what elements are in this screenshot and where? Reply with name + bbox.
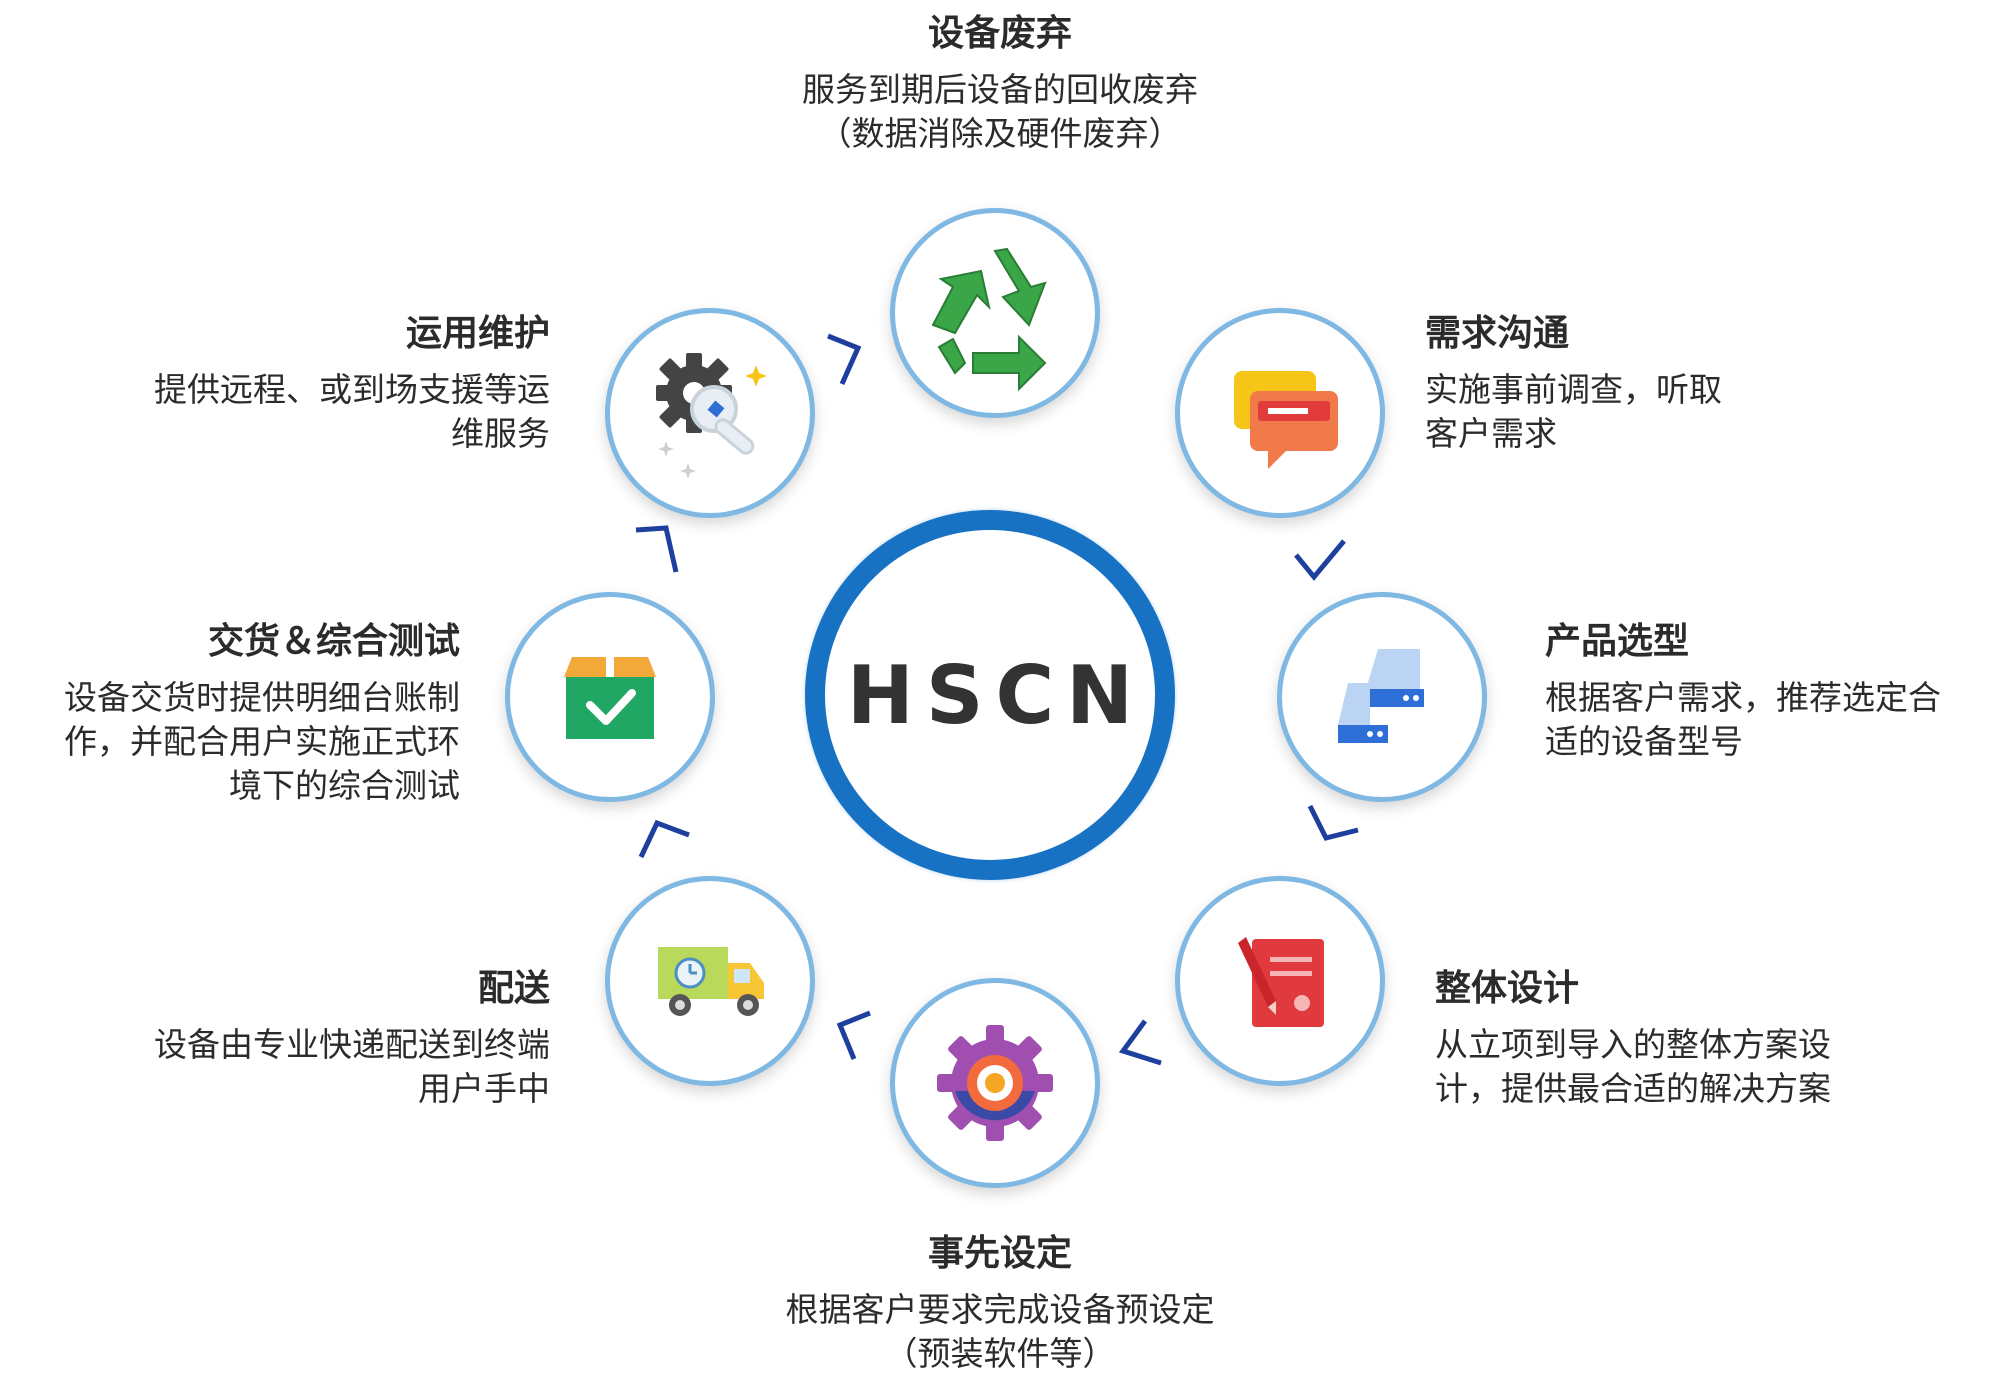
desc-line: 根据客户需求，推荐选定合 xyxy=(1545,678,1941,717)
delivery-truck-icon xyxy=(658,947,764,1016)
node-selection xyxy=(1277,592,1487,802)
desc-line: 用户手中 xyxy=(418,1069,550,1108)
center-label: HSCN xyxy=(846,648,1146,742)
desc-line: 设备交货时提供明细台账制 xyxy=(64,678,460,717)
certificate-pen-icon xyxy=(1238,937,1324,1027)
node-title: 产品选型 xyxy=(1545,621,1690,662)
node-desc: 提供远程、或到场支援等运 维服务 xyxy=(95,368,550,456)
center-ring: HSCN xyxy=(805,510,1175,880)
node-design xyxy=(1175,876,1385,1086)
node-desc: 实施事前调查，听取 客户需求 xyxy=(1425,368,1785,456)
desc-line: 实施事前调查，听取 xyxy=(1425,370,1722,409)
chevron-arrow-icon xyxy=(827,333,862,386)
desc-line: 作，并配合用户实施正式环 xyxy=(64,722,460,761)
node-desc: 根据客户要求完成设备预设定 （预装软件等） xyxy=(700,1288,1300,1376)
desc-line: 根据客户要求完成设备预设定 xyxy=(785,1290,1215,1329)
node-title: 整体设计 xyxy=(1435,968,1580,1009)
label-demand: 需求沟通 实施事前调查，听取 客户需求 xyxy=(1425,310,1785,456)
node-testing xyxy=(505,592,715,802)
label-delivery: 配送 设备由专业快递配送到终端 用户手中 xyxy=(95,965,550,1111)
desc-line: （预装软件等） xyxy=(884,1334,1116,1373)
node-disposal xyxy=(890,208,1100,418)
desc-line: 提供远程、或到场支援等运 xyxy=(154,370,550,409)
node-title: 设备废弃 xyxy=(927,13,1072,54)
desc-line: 从立项到导入的整体方案设 xyxy=(1435,1025,1831,1064)
chevron-arrow-icon xyxy=(1307,804,1359,841)
node-desc: 从立项到导入的整体方案设 计，提供最合适的解决方案 xyxy=(1435,1023,1875,1111)
recycle-icon xyxy=(931,247,1047,392)
desc-line: 境下的综合测试 xyxy=(229,766,460,805)
node-title: 运用维护 xyxy=(405,313,550,354)
box-check-icon xyxy=(564,657,656,739)
chevron-arrow-icon xyxy=(638,819,690,859)
chat-bubbles-icon xyxy=(1234,371,1338,469)
node-title: 交货＆综合测试 xyxy=(207,621,460,662)
label-disposal: 设备废弃 服务到期后设备的回收废弃 （数据消除及硬件废弃） xyxy=(700,10,1300,156)
gear-icon xyxy=(937,1025,1053,1141)
server-icon xyxy=(1338,649,1424,743)
desc-line: 服务到期后设备的回收废弃 xyxy=(802,70,1198,109)
chevron-arrow-icon xyxy=(1118,1019,1162,1066)
desc-line: 维服务 xyxy=(451,414,550,453)
desc-line: 适的设备型号 xyxy=(1545,722,1743,761)
chevron-arrow-icon xyxy=(1294,539,1346,581)
desc-line: （数据消除及硬件废弃） xyxy=(818,114,1182,153)
label-testing: 交货＆综合测试 设备交货时提供明细台账制 作，并配合用户实施正式环 境下的综合测… xyxy=(15,618,460,808)
desc-line: 客户需求 xyxy=(1425,414,1557,453)
node-desc: 根据客户需求，推荐选定合 适的设备型号 xyxy=(1545,676,1985,764)
node-delivery xyxy=(605,876,815,1086)
node-demand xyxy=(1175,308,1385,518)
node-title: 事先设定 xyxy=(927,1233,1072,1274)
node-preset xyxy=(890,978,1100,1188)
label-design: 整体设计 从立项到导入的整体方案设 计，提供最合适的解决方案 xyxy=(1435,965,1875,1111)
node-title: 配送 xyxy=(477,968,550,1009)
label-preset: 事先设定 根据客户要求完成设备预设定 （预装软件等） xyxy=(700,1230,1300,1376)
label-selection: 产品选型 根据客户需求，推荐选定合 适的设备型号 xyxy=(1545,618,1985,764)
node-maintenance xyxy=(605,308,815,518)
chevron-arrow-icon xyxy=(836,1010,871,1060)
node-desc: 服务到期后设备的回收废弃 （数据消除及硬件废弃） xyxy=(700,68,1300,156)
desc-line: 设备由专业快递配送到终端 xyxy=(154,1025,550,1064)
wrench-gear-icon xyxy=(656,353,767,479)
chevron-arrow-icon xyxy=(635,525,679,573)
node-desc: 设备交货时提供明细台账制 作，并配合用户实施正式环 境下的综合测试 xyxy=(15,676,460,808)
label-maintenance: 运用维护 提供远程、或到场支援等运 维服务 xyxy=(95,310,550,456)
node-desc: 设备由专业快递配送到终端 用户手中 xyxy=(95,1023,550,1111)
desc-line: 计，提供最合适的解决方案 xyxy=(1435,1069,1831,1108)
node-title: 需求沟通 xyxy=(1425,313,1570,354)
